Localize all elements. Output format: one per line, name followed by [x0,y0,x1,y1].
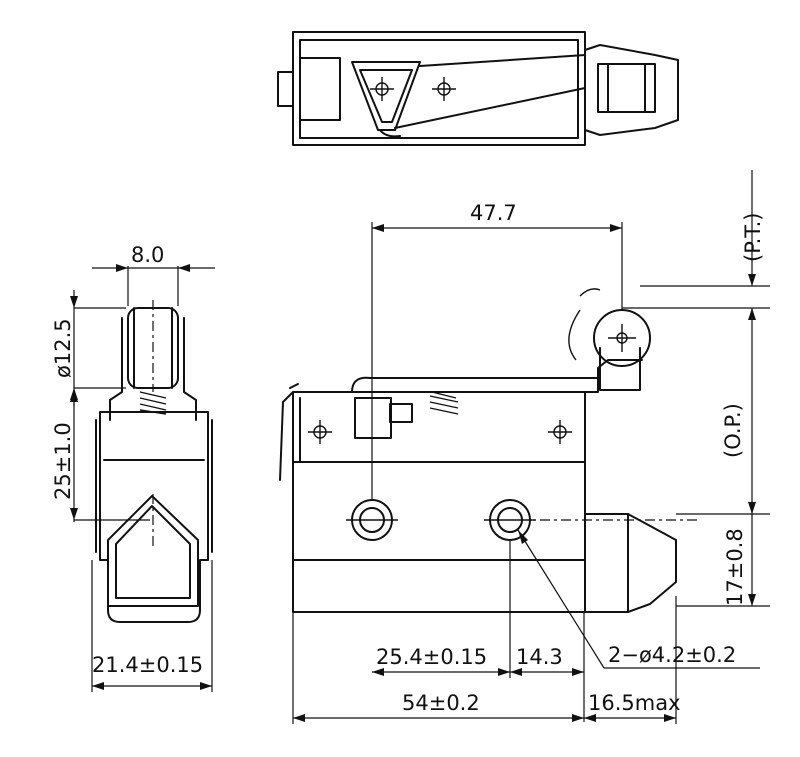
crosshair-icon [308,420,332,444]
crosshair-icon [370,77,394,101]
dim-mount-holes: 2−ø4.2±0.2 [608,643,736,667]
side-view: 8.0 ø12.5 25±1.0 21.4±0.15 [51,243,215,692]
dim-lever-length: 47.7 [470,201,517,225]
mount-hole-icon [346,499,398,541]
dim-operating-position: (O.P.) [721,403,745,458]
dim-hole-pitch: 25.4±0.15 [376,645,487,669]
mount-hole-icon [484,499,536,541]
dim-roller-width: 8.0 [131,243,164,267]
dim-pretravel: (P.T.) [741,213,765,262]
dim-body-length: 54±0.2 [402,691,480,715]
dim-roller-diameter: ø12.5 [51,318,75,378]
dim-hole-offset: 14.3 [516,645,563,669]
dim-height-17: 17±0.8 [723,528,747,606]
top-view [277,31,679,146]
dim-side-height: 25±1.0 [51,422,75,500]
dim-plunger-max: 16.5max [588,691,681,715]
front-view: 47.7 (P.T.) (O.P.) 17±0.8 25.4±0.15 14.3 [279,170,770,724]
crosshair-icon [548,420,572,444]
dim-side-width: 21.4±0.15 [92,653,203,677]
crosshair-icon [432,77,456,101]
